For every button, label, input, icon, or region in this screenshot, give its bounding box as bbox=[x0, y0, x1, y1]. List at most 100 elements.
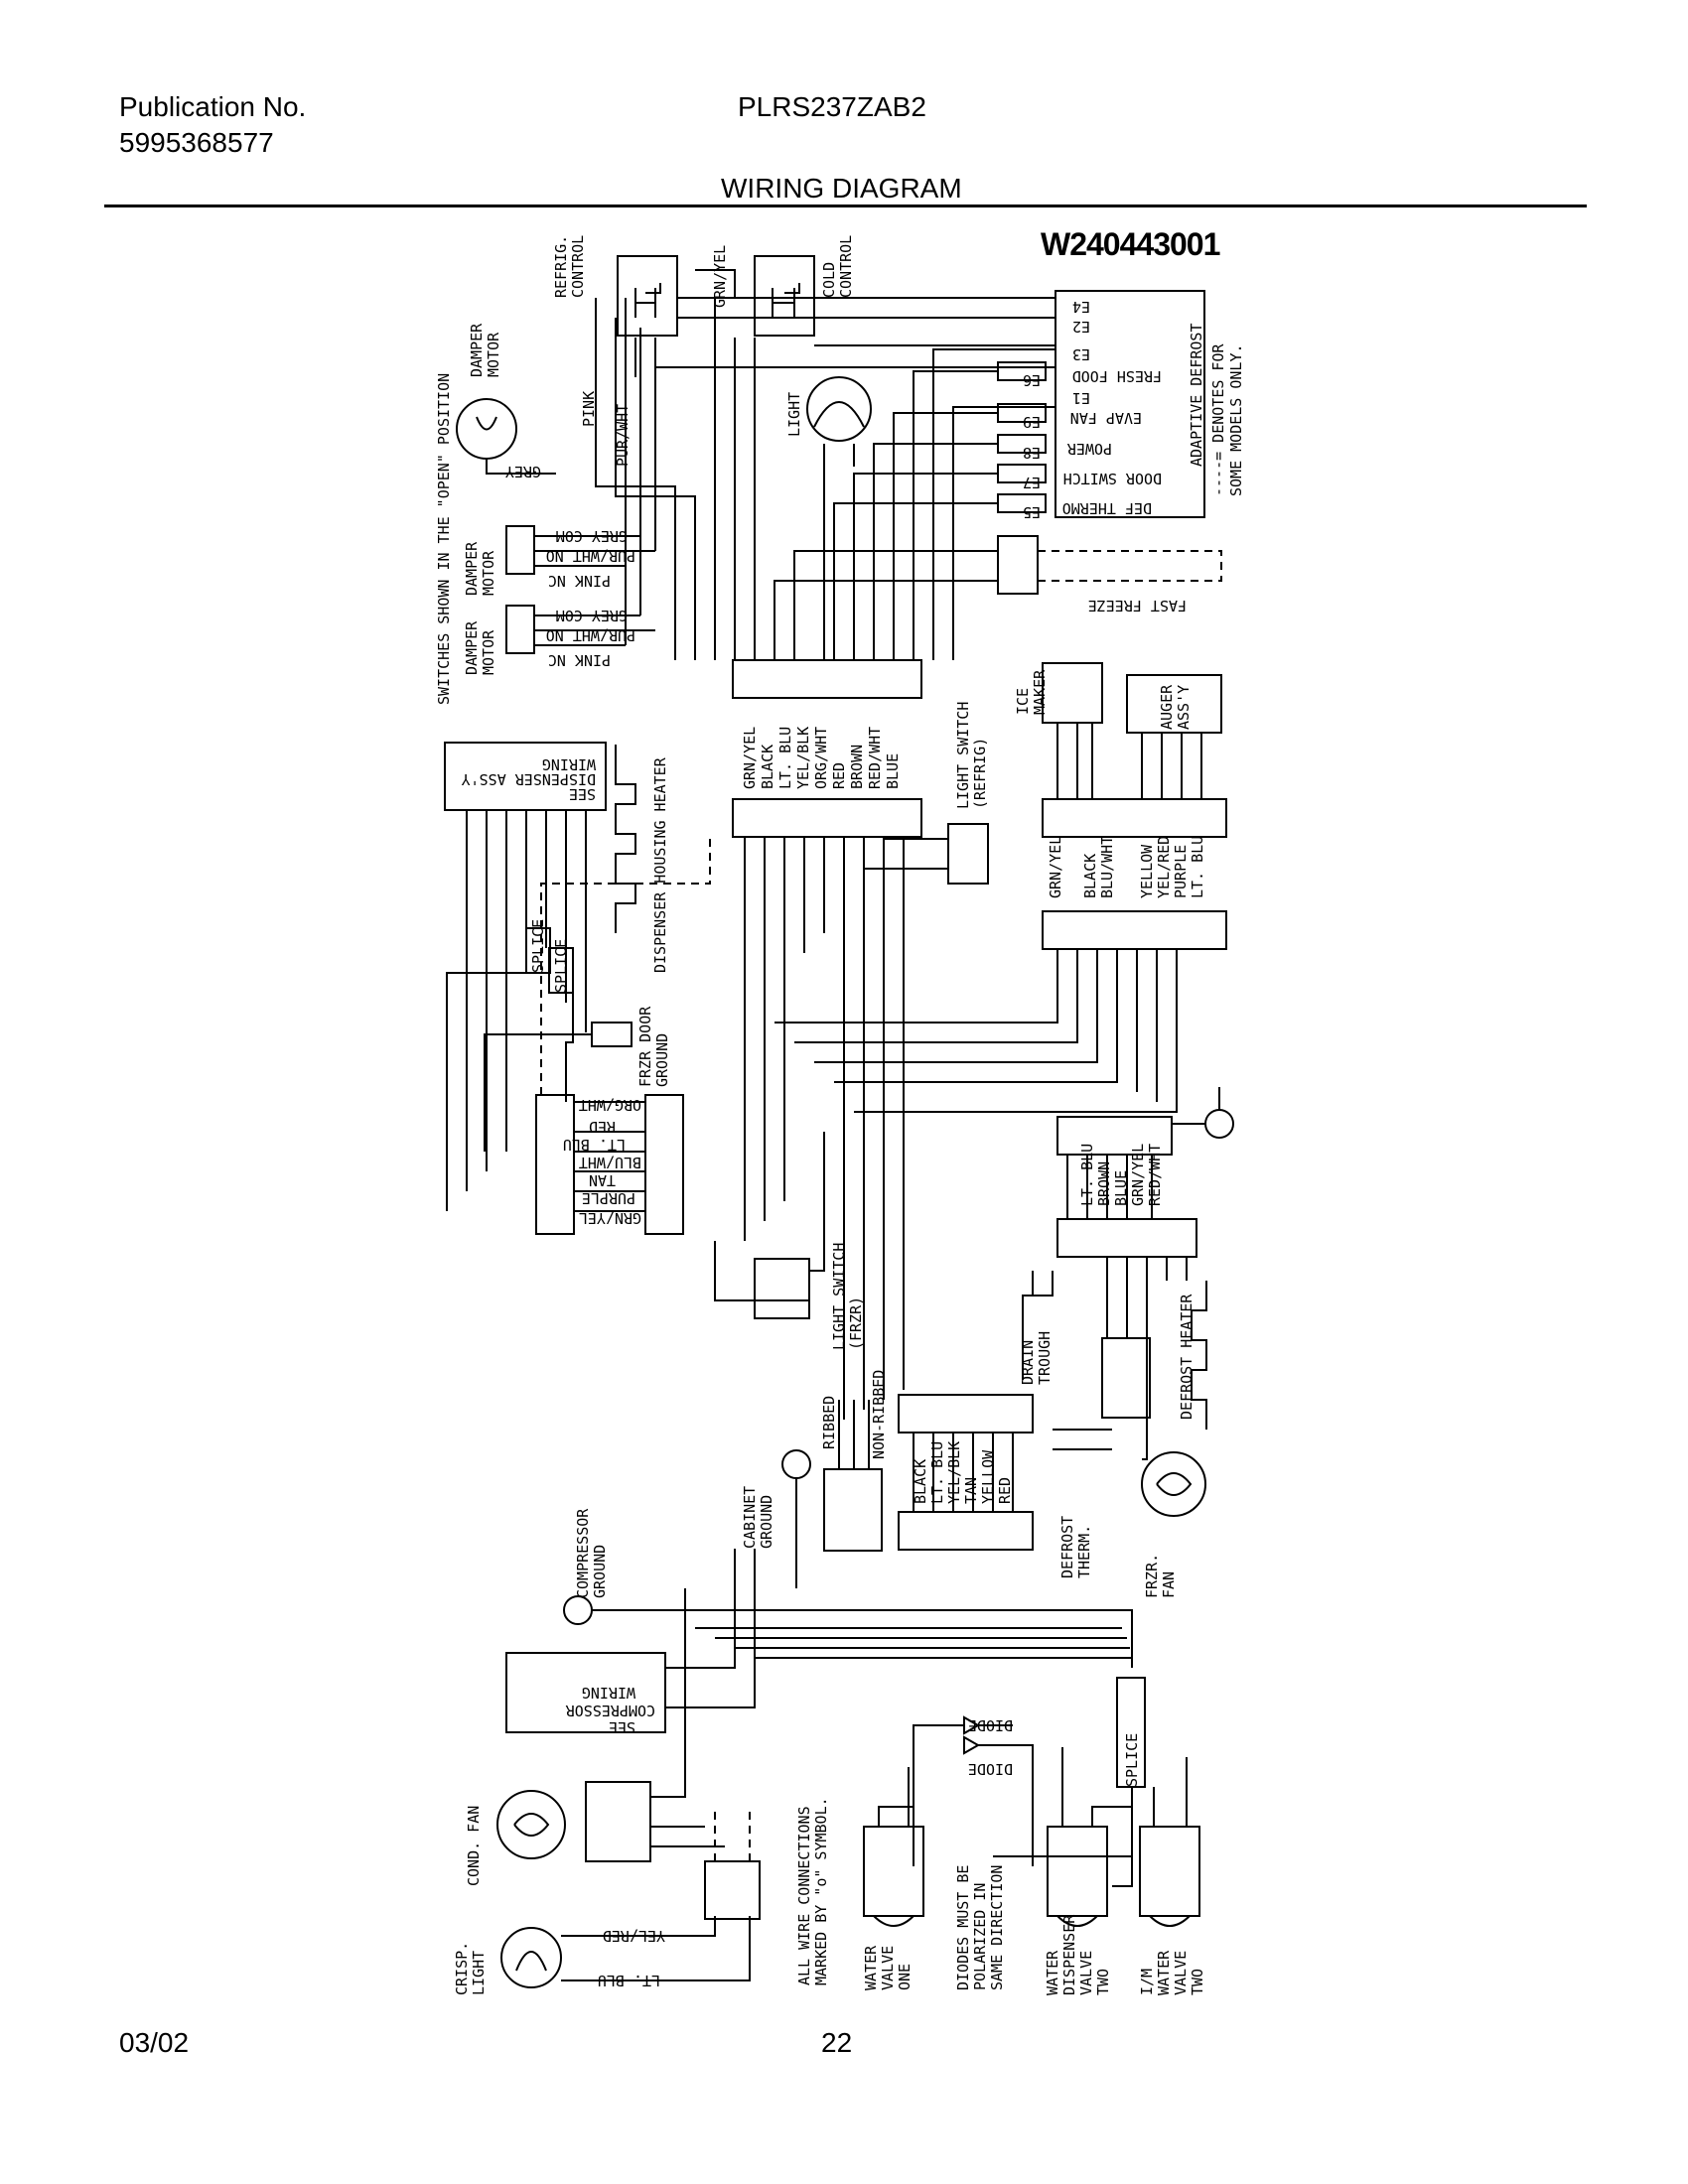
pink-nc-label-1: PINK NC bbox=[548, 572, 611, 590]
damper-motor-label-3: DAMPER bbox=[463, 541, 481, 596]
damper-motor-label-5: DAMPER bbox=[463, 620, 481, 675]
see-compressor-3: WIRING bbox=[582, 1684, 635, 1702]
ice-maker-2: MAKER bbox=[1031, 669, 1049, 715]
cond-fan-motor bbox=[496, 1790, 566, 1859]
connector-left-6: GRN/YEL bbox=[579, 1209, 641, 1227]
frzr-connector-1 bbox=[1056, 1116, 1173, 1156]
e2-label: E2 bbox=[1072, 318, 1090, 336]
auger-2: ASS'Y bbox=[1175, 685, 1193, 730]
harness-bottom-5: RED bbox=[996, 1477, 1014, 1504]
light-switch-refrig-2: (REFRIG) bbox=[971, 738, 989, 809]
harness-right2-3: GRN/YEL bbox=[1129, 1144, 1147, 1206]
ice-connector-bottom bbox=[1042, 910, 1227, 950]
harness-bottom-0: BLACK bbox=[912, 1459, 929, 1504]
grey-com-label-1: GREY COM bbox=[556, 527, 628, 545]
diodes-note-2: POLARIZED IN bbox=[971, 1883, 989, 1990]
water-valve-one-1: WATER bbox=[862, 1945, 880, 1990]
plug-connector bbox=[823, 1468, 883, 1552]
see-compressor-2: COMPRESSOR bbox=[565, 1702, 655, 1719]
water-valve-one-2: VALVE bbox=[879, 1946, 897, 1990]
cold-control-label: COLD bbox=[820, 262, 838, 298]
harness-right-1: BLACK bbox=[1081, 854, 1099, 898]
splice-label-1: SPLICE bbox=[529, 919, 547, 973]
page-title: WIRING DIAGRAM bbox=[721, 173, 962, 204]
damper-motor-label-2: MOTOR bbox=[485, 332, 502, 377]
frzr-door-ground-1: FRZR DOOR bbox=[636, 1006, 654, 1087]
cond-fan-connector bbox=[585, 1781, 651, 1862]
model-number: PLRS237ZAB2 bbox=[738, 91, 926, 122]
lt-blu-label: LT. BLU bbox=[598, 1972, 660, 1989]
defrost-component bbox=[1101, 1337, 1151, 1419]
cabinet-ground-2: GROUND bbox=[758, 1495, 775, 1549]
refrig-control-label: REFRIG. bbox=[552, 235, 570, 298]
see-compressor-1: SEE bbox=[609, 1718, 635, 1736]
publication-label: Publication No. bbox=[119, 91, 307, 122]
power-label: POWER bbox=[1066, 440, 1112, 458]
harness-bottom-3: TAN bbox=[962, 1477, 980, 1504]
im-valve-4: TWO bbox=[1189, 1969, 1206, 1995]
defrost-therm-2: THERM. bbox=[1075, 1525, 1093, 1578]
frzr-door-ground-clip bbox=[591, 1022, 633, 1047]
water-valve-one bbox=[863, 1826, 924, 1917]
adaptive-defrost-label: ADAPTIVE DEFROST bbox=[1188, 324, 1205, 468]
damper-switch-1 bbox=[505, 525, 535, 575]
connector-left-1: RED bbox=[589, 1118, 616, 1136]
light-bulb bbox=[806, 376, 872, 442]
compressor-ground-1: COMPRESSOR bbox=[574, 1508, 592, 1598]
light-switch-frzr-1: LIGHT SWITCH bbox=[830, 1243, 848, 1350]
footer-date: 03/02 bbox=[119, 2027, 190, 2058]
see-dispenser-2: DISPENSER ASS'Y bbox=[462, 770, 596, 788]
connector-left-b bbox=[644, 1094, 684, 1235]
lower-connector-bottom bbox=[898, 1511, 1034, 1551]
diode-label-1: DIODE bbox=[968, 1716, 1013, 1734]
mid-connector bbox=[732, 798, 922, 838]
damper-motor-label: DAMPER bbox=[468, 323, 486, 377]
harness-mid-7: RED/WHT bbox=[866, 727, 884, 789]
fast-freeze-label: FAST FREEZE bbox=[1088, 597, 1187, 614]
diodes-note-1: DIODES MUST BE bbox=[954, 1865, 972, 1990]
harness-mid-2: LT. BLU bbox=[776, 727, 794, 789]
cabinet-ground-lug bbox=[781, 1449, 811, 1479]
harness-mid-3: YEL/BLK bbox=[794, 727, 812, 789]
drain-trough-1: DRAIN bbox=[1019, 1340, 1037, 1385]
cabinet-ground-1: CABINET bbox=[741, 1486, 759, 1549]
im-valve-3: VALVE bbox=[1172, 1951, 1190, 1995]
damper-motor-label-6: MOTOR bbox=[480, 629, 497, 675]
frzr-door-ground-2: GROUND bbox=[653, 1033, 671, 1087]
e4-label: E4 bbox=[1072, 298, 1090, 316]
water-valve-dispenser bbox=[1047, 1826, 1108, 1917]
door-switch-label: DOOR SWITCH bbox=[1063, 470, 1162, 487]
lower-connector-top bbox=[898, 1394, 1034, 1433]
fast-freeze-switch bbox=[997, 535, 1039, 595]
splice-label-2: SPLICE bbox=[552, 939, 570, 993]
light-switch-refrig-1: LIGHT SWITCH bbox=[954, 702, 972, 809]
see-dispenser-1: SEE bbox=[569, 785, 596, 803]
harness-right2-0: LT. BLU bbox=[1078, 1144, 1096, 1206]
light-switch-frzr-2: (FRZR) bbox=[847, 1297, 865, 1350]
refrig-control-label-2: CONTROL bbox=[569, 235, 587, 298]
ice-connector-top bbox=[1042, 798, 1227, 838]
crisp-light-1: CRISP. bbox=[453, 1942, 471, 1995]
harness-mid-8: BLUE bbox=[884, 753, 902, 789]
grey-label: GREY bbox=[505, 463, 541, 480]
harness-right-3: YELLOW bbox=[1138, 844, 1156, 898]
connector-left-3: BLU/WHT bbox=[579, 1154, 641, 1171]
crisp-light bbox=[500, 1927, 562, 1988]
all-wire-note-1: ALL WIRE CONNECTIONS bbox=[795, 1806, 813, 1985]
see-compressor-box bbox=[505, 1652, 666, 1733]
harness-bottom-4: YELLOW bbox=[979, 1449, 997, 1504]
pink-nc-label-2: PINK NC bbox=[548, 651, 611, 669]
ground-lug-right bbox=[1204, 1109, 1234, 1139]
ribbed-label: RIBBED bbox=[820, 1396, 838, 1449]
adaptive-defrost-board bbox=[1055, 290, 1205, 518]
diagram-number: W240443001 bbox=[1041, 226, 1220, 262]
cond-fan-label: COND. FAN bbox=[465, 1806, 483, 1886]
cold-control-label-2: CONTROL bbox=[837, 235, 855, 298]
adaptive-note-1: ----= DENOTES FOR bbox=[1209, 343, 1227, 496]
yel-red-label: YEL/RED bbox=[603, 1927, 665, 1945]
harness-mid-6: BROWN bbox=[848, 745, 866, 789]
pink-label: PINK bbox=[580, 391, 598, 427]
crisp-light-2: LIGHT bbox=[470, 1951, 488, 1995]
frzr-fan-1: FRZR. bbox=[1143, 1554, 1161, 1598]
connector-left-5: PURPLE bbox=[582, 1189, 635, 1207]
